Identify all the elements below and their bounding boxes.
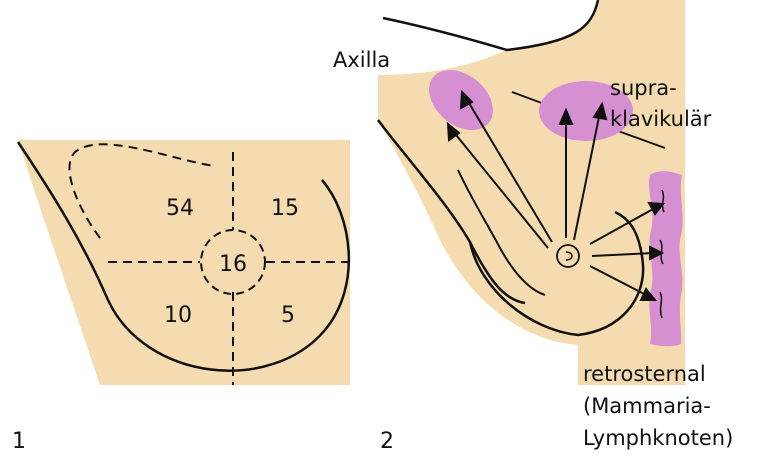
fig2-label-supra-line2: klavikulär (610, 107, 712, 131)
fig2-retrosternal-lymph-chain (649, 171, 683, 346)
fig1-upper-left-value: 54 (166, 196, 194, 221)
figure-1: 54 15 16 10 5 1 (12, 140, 350, 454)
fig2-skin-area (378, 0, 685, 385)
figure-2: Axilla supra- klavikulär retrosternal (M… (333, 0, 733, 454)
fig1-number: 1 (12, 429, 26, 454)
fig1-lower-left-value: 10 (164, 303, 192, 328)
fig2-label-supra-line1: supra- (610, 76, 677, 100)
fig2-label-axilla: Axilla (333, 48, 390, 72)
fig1-center-value: 16 (219, 252, 247, 277)
fig2-chain-wiggle-1 (662, 190, 664, 212)
fig1-lower-right-value: 5 (281, 303, 295, 328)
fig1-upper-right-value: 15 (271, 196, 299, 221)
fig2-number: 2 (380, 429, 394, 454)
fig2-label-retro-line2: (Mammaria- (583, 394, 711, 418)
fig2-label-retro-line1: retrosternal (583, 362, 706, 386)
fig2-label-retro-line3: Lymphknoten) (583, 426, 733, 450)
